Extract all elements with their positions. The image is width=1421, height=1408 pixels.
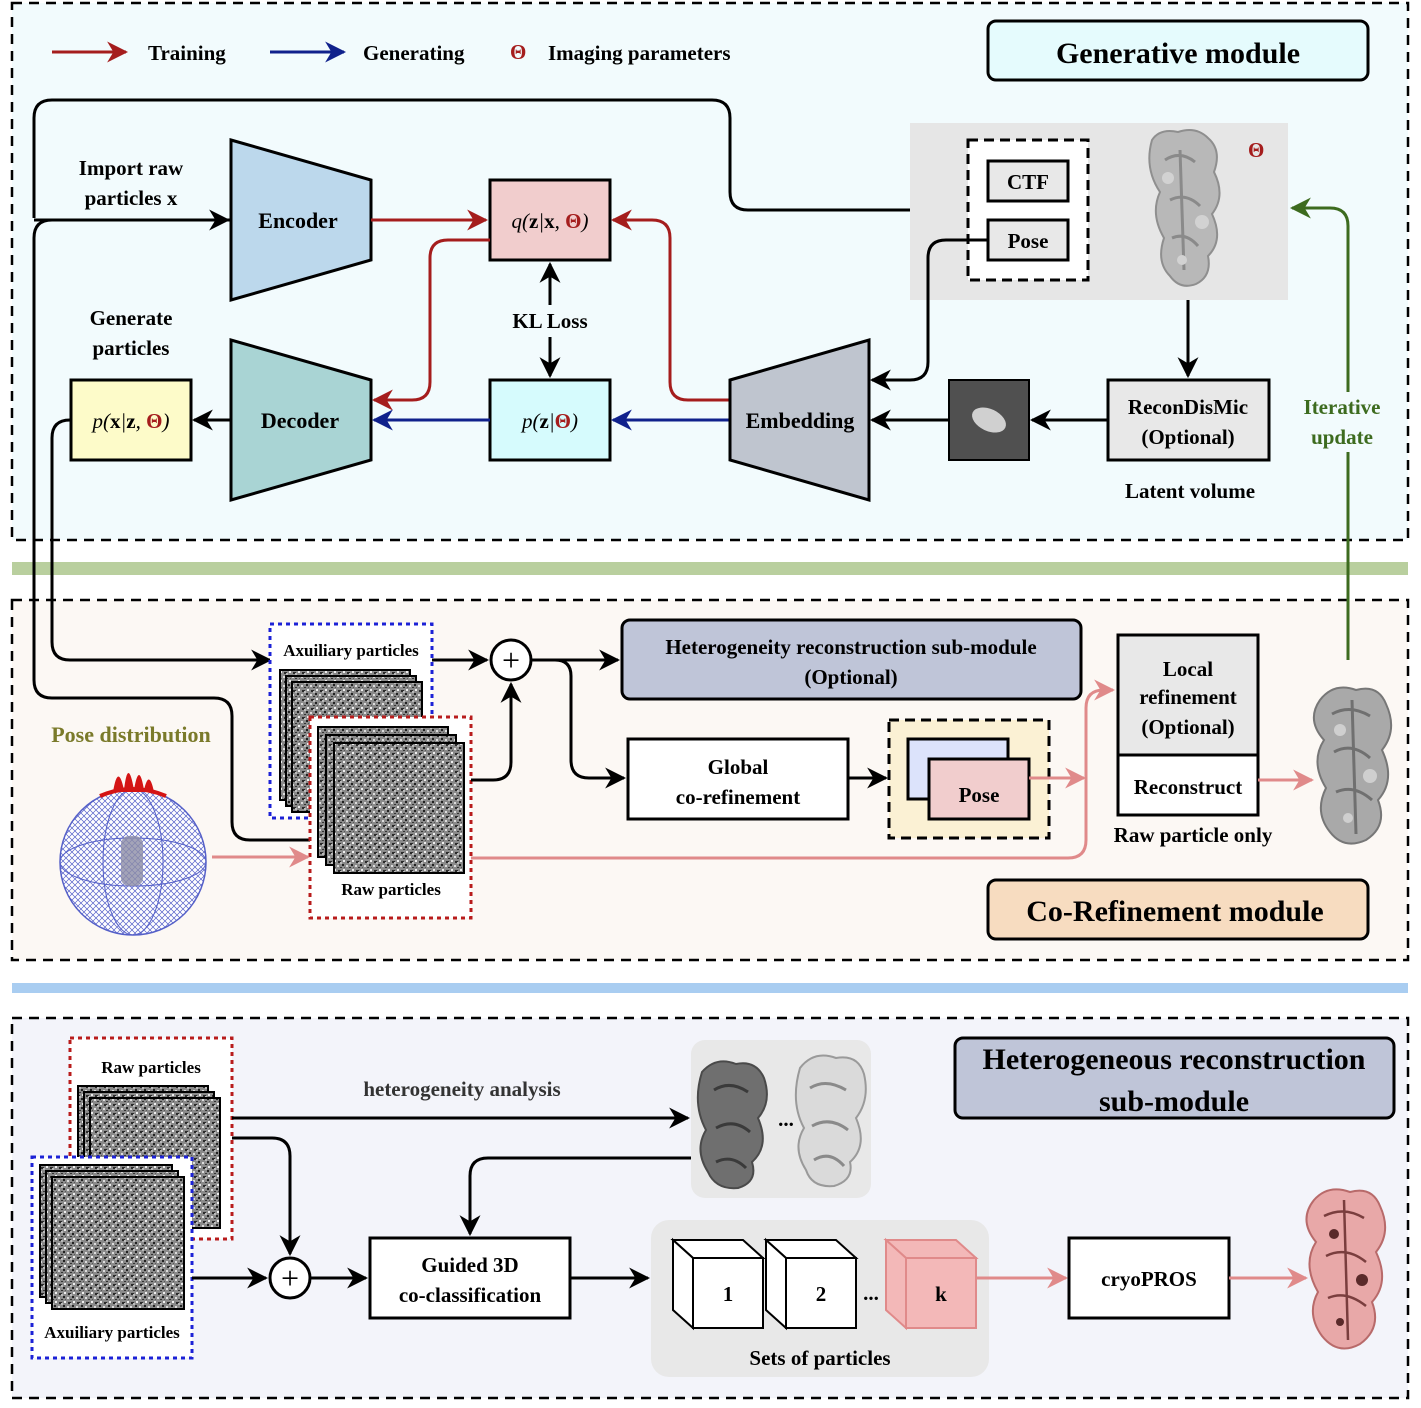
q-box: [488, 178, 612, 262]
het-aux-stack: [39, 1164, 185, 1310]
iterative-label-line2: update: [1311, 425, 1373, 449]
het-plus-symbol: +: [281, 1260, 299, 1296]
local-refinement-line3: (Optional): [1141, 715, 1234, 739]
encoder-label: Encoder: [258, 208, 338, 233]
import-to-pose-arrow: [32, 98, 971, 221]
kl-loss-label: KL Loss: [512, 309, 587, 333]
density-maps-ellipsis: ...: [778, 1107, 794, 1131]
global-corefine-line1: Global: [708, 755, 769, 779]
iterative-label-line1: Iterative: [1304, 395, 1381, 419]
guided-classification-box: [368, 1236, 572, 1320]
section-divider-green: [12, 562, 1408, 575]
decoder-label: Decoder: [261, 408, 339, 433]
p-x-label: p(x|z, Θ): [91, 409, 170, 433]
raw-only-label: Raw particle only: [1114, 823, 1273, 847]
combine-plus-symbol: +: [502, 642, 520, 678]
final-map-image: [1305, 1188, 1387, 1350]
plus-to-global-arrow: [554, 658, 627, 789]
legend-generating-label: Generating: [363, 41, 465, 65]
hetero-title-box: [953, 1036, 1396, 1120]
sets-ellipsis: ...: [863, 1281, 879, 1305]
q-label: q(z|x, Θ): [512, 209, 589, 233]
raw-to-local-arrow: [471, 679, 1116, 860]
raw-stack: [317, 726, 465, 874]
iterative-update-arrow: [1289, 197, 1350, 660]
set-cube-2: [763, 1237, 859, 1331]
density-map-2: [794, 1054, 867, 1188]
reconstruct-label: Reconstruct: [1134, 775, 1242, 799]
maps-to-guided-arrow: [459, 1156, 691, 1237]
global-corefine-line2: co-refinement: [676, 785, 800, 809]
het-raw-label: Raw particles: [101, 1058, 201, 1077]
pose-output-label: Pose: [959, 783, 1000, 807]
generative-title: Generative module: [1056, 37, 1300, 70]
embedding-to-q-arrow: [610, 209, 730, 402]
het-aux-label: Axuiliary particles: [44, 1323, 180, 1342]
volume-density-image: [1148, 129, 1221, 287]
generative-title-box: [986, 19, 1370, 82]
legend-imaging-label: Imaging parameters: [548, 41, 731, 65]
pose-distribution-sphere: [59, 773, 207, 936]
ctf-box: [986, 159, 1070, 203]
auxiliary-label: Axuiliary particles: [283, 641, 419, 660]
decoder-block: [229, 338, 373, 502]
reconstruct-box: [1116, 753, 1260, 817]
import-label-line2: particles x: [85, 186, 178, 210]
latent-volume-label: Latent volume: [1125, 479, 1255, 503]
imaging-theta-symbol: Θ: [1248, 138, 1264, 162]
cryopros-label: cryoPROS: [1101, 1267, 1197, 1291]
set-cube-k-label: k: [935, 1282, 947, 1306]
hetero-title-line2: sub-module: [1099, 1085, 1249, 1118]
generate-label-line1: Generate: [90, 306, 173, 330]
heterogeneity-analysis-label: heterogeneity analysis: [363, 1077, 560, 1101]
q-to-decoder-arrow: [371, 238, 490, 411]
density-map-1: [696, 1060, 768, 1190]
encoder-block: [229, 138, 373, 302]
guided-classification-line2: co-classification: [399, 1283, 542, 1307]
recondismic-box: [1106, 378, 1271, 462]
hetero-title-line1: Heterogeneous reconstruction: [983, 1043, 1366, 1076]
het-raw-to-plus-arrow: [232, 1136, 301, 1257]
hetero-submodule-line1: Heterogeneity reconstruction sub-module: [665, 635, 1036, 659]
set-cube-1: [670, 1237, 766, 1331]
set-cube-k: [883, 1237, 979, 1331]
p-x-box: [69, 378, 193, 462]
pose-box: [986, 218, 1070, 262]
generated-to-auxiliary-arrow: [50, 418, 273, 671]
recondismic-line1: ReconDisMic: [1128, 395, 1248, 419]
ctf-label: CTF: [1007, 170, 1049, 194]
local-refinement-line1: Local: [1163, 657, 1213, 681]
generate-label-line2: particles: [93, 336, 170, 360]
set-cube-1-label: 1: [723, 1282, 734, 1306]
hetero-submodule-box: [620, 618, 1083, 701]
p-z-label: p(z|Θ): [520, 409, 578, 433]
raw-to-plus-arrow: [471, 681, 522, 782]
embedding-label: Embedding: [746, 408, 855, 433]
guided-classification-line1: Guided 3D: [421, 1253, 518, 1277]
iterative-label-bg: [1296, 392, 1392, 452]
hetero-submodule-line2: (Optional): [804, 665, 897, 689]
corefine-title: Co-Refinement module: [1026, 895, 1323, 928]
import-label-line1: Import raw: [79, 156, 184, 180]
refined-map-image: [1313, 686, 1393, 845]
import-to-raw-particles-line: [32, 218, 316, 842]
latent-image-blob: [972, 407, 1006, 433]
recondismic-line2: (Optional): [1141, 425, 1234, 449]
embedding-block: [728, 338, 871, 502]
local-refinement-box: [1116, 633, 1260, 757]
local-refinement-line2: refinement: [1139, 685, 1237, 709]
legend-theta-symbol: Θ: [510, 40, 526, 64]
sets-label: Sets of particles: [749, 1346, 890, 1370]
corefine-title-box: [986, 878, 1370, 941]
pose-output-front: [927, 757, 1031, 821]
pose-to-embedding-arrow: [869, 238, 988, 391]
pose-distribution-label: Pose distribution: [51, 722, 211, 747]
set-cube-2-label: 2: [816, 1282, 827, 1306]
legend-training-label: Training: [148, 41, 226, 65]
section-divider-blue: [12, 983, 1408, 993]
pose-label: Pose: [1008, 229, 1049, 253]
p-z-box: [488, 378, 612, 462]
raw-label: Raw particles: [341, 880, 441, 899]
